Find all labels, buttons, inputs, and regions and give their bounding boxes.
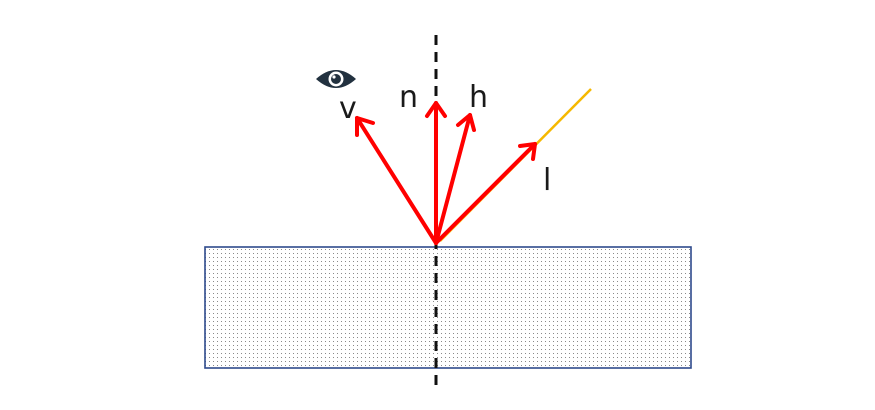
half-vector bbox=[434, 113, 476, 245]
normal-vector bbox=[425, 101, 447, 245]
surface-block bbox=[204, 246, 692, 369]
eye-icon bbox=[316, 70, 356, 88]
normal-label: n bbox=[399, 80, 418, 115]
light-vector bbox=[434, 142, 537, 245]
view-vector bbox=[355, 116, 438, 245]
half-label: h bbox=[469, 80, 488, 115]
light-label: l bbox=[543, 163, 551, 198]
view-label: v bbox=[339, 91, 357, 126]
